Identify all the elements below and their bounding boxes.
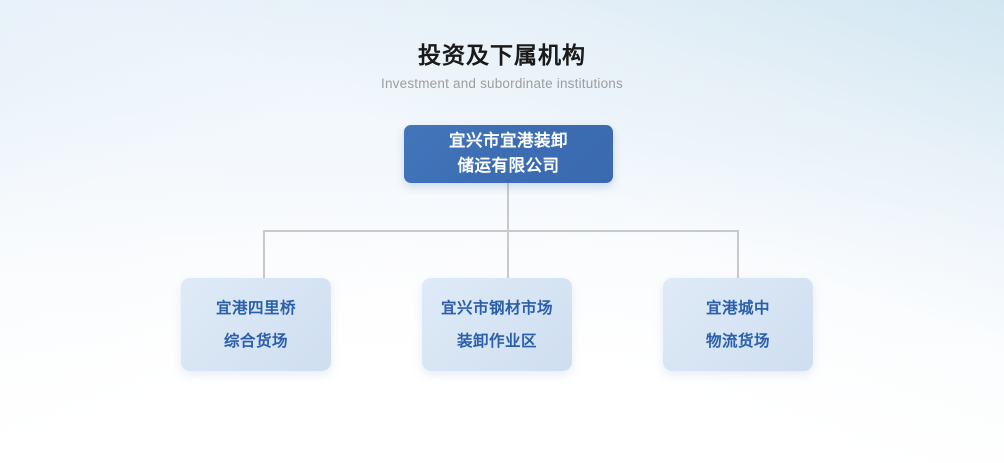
org-node-child-1[interactable]: 宜港四里桥 综合货场 (181, 278, 331, 371)
connector-drop-child-3 (737, 230, 739, 279)
connector-horizontal-bus (263, 230, 739, 232)
org-node-child-3-label: 宜港城中 物流货场 (705, 299, 770, 350)
org-node-root-label: 宜兴市宜港装卸 储运有限公司 (449, 132, 568, 175)
connector-drop-child-2 (507, 230, 509, 279)
org-node-child-2[interactable]: 宜兴市钢材市场 装卸作业区 (422, 278, 572, 371)
page-title: 投资及下属机构 (418, 42, 586, 68)
org-node-root[interactable]: 宜兴市宜港装卸 储运有限公司 (404, 125, 613, 183)
connector-root-stem (507, 181, 509, 232)
org-node-child-3[interactable]: 宜港城中 物流货场 (663, 278, 813, 371)
org-node-child-1-label: 宜港四里桥 综合货场 (215, 299, 296, 350)
org-node-child-2-label: 宜兴市钢材市场 装卸作业区 (440, 299, 553, 350)
heading-block: 投资及下属机构 Investment and subordinate insti… (0, 40, 1004, 92)
page-subtitle: Investment and subordinate institutions (381, 76, 623, 91)
connector-drop-child-1 (263, 230, 265, 279)
